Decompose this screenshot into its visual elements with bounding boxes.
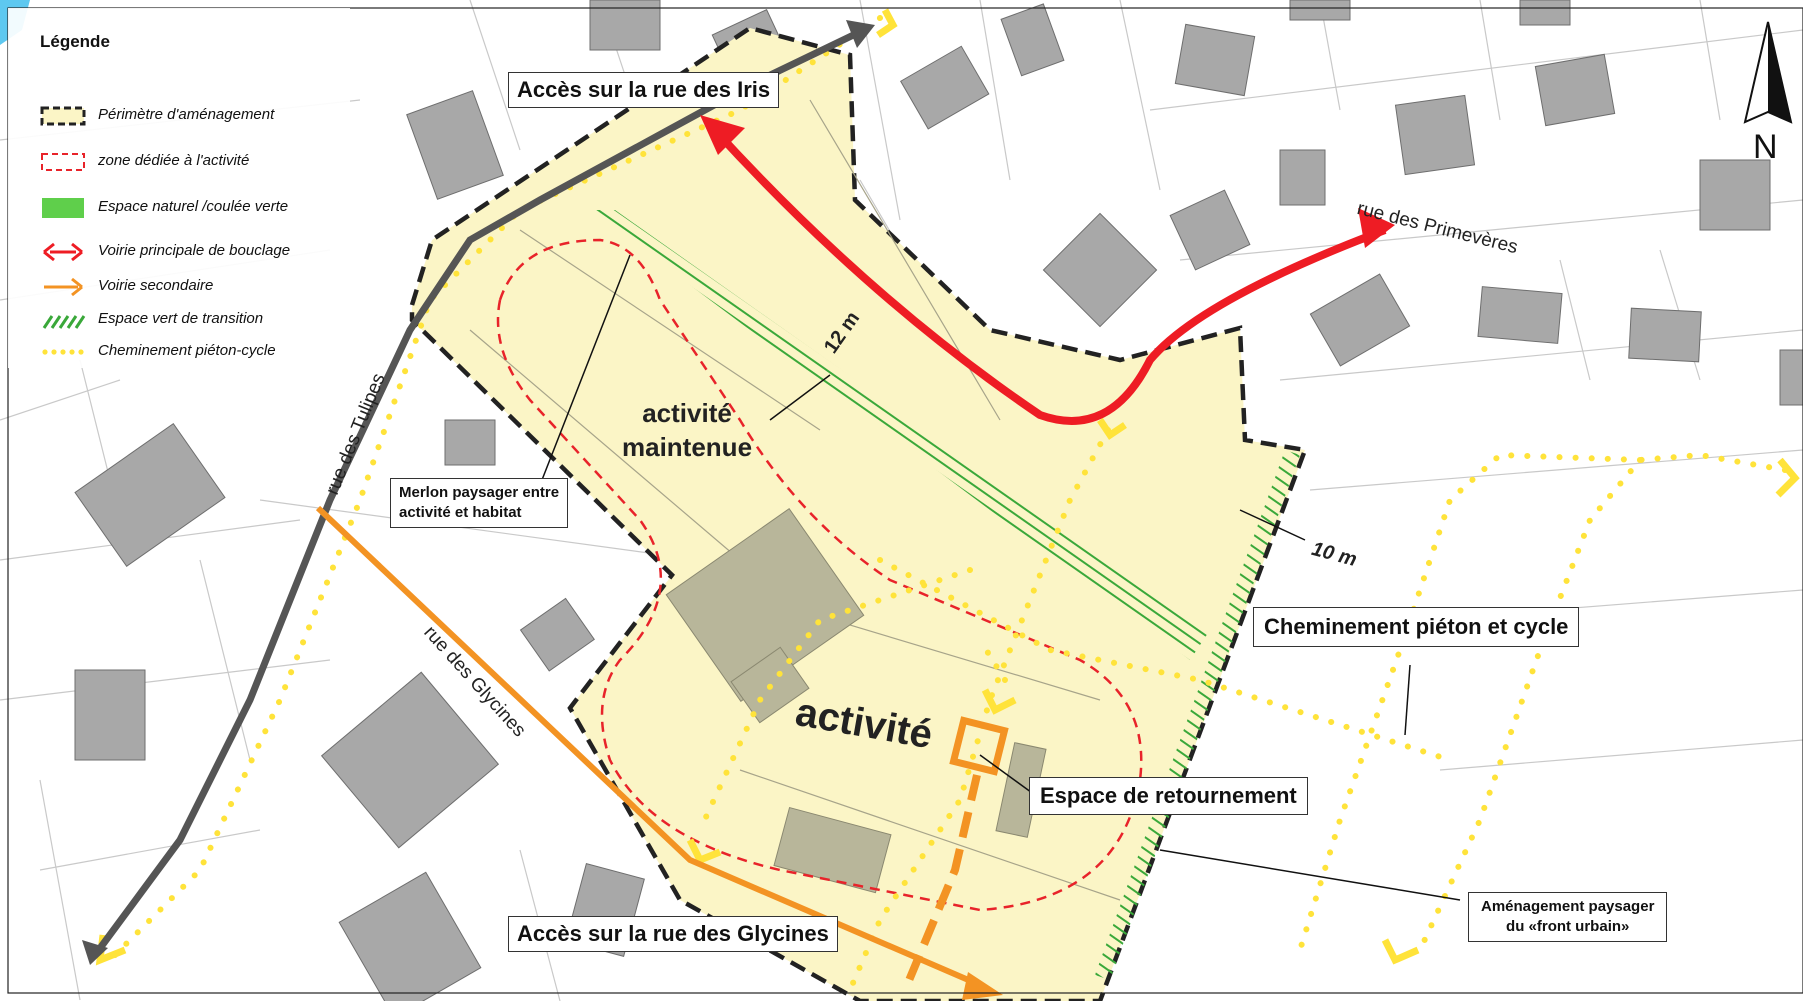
legend-label: Cheminement piéton-cycle: [98, 342, 276, 359]
turning-space-square: [949, 716, 1009, 776]
legend-item-main-road: Voirie principale de bouclage: [40, 240, 350, 264]
callout-acces-glycines: Accès sur la rue des Glycines: [508, 916, 838, 952]
callout-cheminement: Cheminement piéton et cycle: [1253, 607, 1580, 647]
parcel-lines: [469, 99, 1121, 901]
dashed-red-box-icon: [41, 153, 85, 171]
green-fill-icon: [42, 198, 84, 218]
callout-acces-iris: Accès sur la rue des Iris: [508, 72, 780, 108]
label-activite-maintenue-line2: maintenue: [622, 432, 753, 462]
green-transition-strip: [590, 210, 1210, 660]
legend-item-perimeter: Périmètre d'aménagement: [40, 104, 350, 128]
label-activite-maintenue-line1: activité: [642, 398, 732, 428]
yellow-dots-icon: [42, 349, 84, 355]
callout-front-urbain: Aménagement paysager du «front urbain»: [1468, 892, 1668, 942]
orange-arrow-icon: [44, 277, 83, 297]
legend-label: Espace vert de transition: [98, 310, 264, 327]
road-rue-des-glycines: [315, 505, 982, 988]
main-road-arrow-east: [1358, 208, 1395, 248]
legend-label: Périmètre d'aménagement: [98, 106, 275, 123]
activity-buildings: [665, 508, 1047, 894]
distance-markers: [769, 374, 1306, 541]
compass-north-label: N: [1753, 128, 1778, 166]
footpaths: [107, 15, 1788, 993]
perimeter-area: [409, 25, 1309, 1001]
buildings: [74, 0, 1803, 1001]
legend-item-green-hatch: Espace vert de transition: [40, 308, 350, 332]
callout-leaders: [539, 254, 1461, 901]
callout-merlon-line1: Merlon paysager entre: [399, 484, 560, 501]
callout-front-urbain-line2: du «front urbain»: [1506, 918, 1630, 935]
red-double-arrow-icon: [43, 242, 83, 262]
legend-panel: [8, 8, 350, 368]
callout-merlon-line2: activité et habitat: [399, 504, 522, 521]
callout-front-urbain-line1: Aménagement paysager: [1481, 898, 1655, 915]
legend-label: Voirie secondaire: [98, 277, 214, 294]
legend-label: zone dédiée à l'activité: [98, 152, 250, 169]
green-buffer-east: [1095, 450, 1300, 980]
legend-item-footpath: Cheminement piéton-cycle: [40, 340, 350, 364]
callout-merlon: Merlon paysager entre activité et habita…: [390, 478, 569, 528]
turnaround-access: [901, 774, 981, 992]
legend-label: Voirie principale de bouclage: [98, 242, 291, 259]
legend-label: Espace naturel /coulée verte: [98, 198, 289, 215]
main-road-arrow-west: [700, 115, 745, 155]
green-hatch-icon: [42, 315, 86, 329]
legend-item-green-space: Espace naturel /coulée verte: [40, 196, 350, 220]
north-arrow-icon: [1743, 21, 1793, 124]
legend-item-activity-zone: zone dédiée à l'activité: [40, 150, 350, 174]
label-activite-maintenue: activité maintenue: [622, 396, 752, 464]
callout-retournement: Espace de retournement: [1029, 777, 1308, 815]
tulipes-arrow-tail: [82, 940, 108, 965]
dashed-black-box-icon: [40, 106, 86, 126]
legend-item-secondary-road: Voirie secondaire: [40, 275, 350, 299]
road-main-loop: [710, 125, 1387, 425]
road-rue-des-tulipes: [92, 24, 870, 958]
tulipes-arrow-head: [846, 20, 875, 48]
legend-title: Légende: [40, 32, 110, 51]
activity-zone: [496, 238, 1143, 912]
